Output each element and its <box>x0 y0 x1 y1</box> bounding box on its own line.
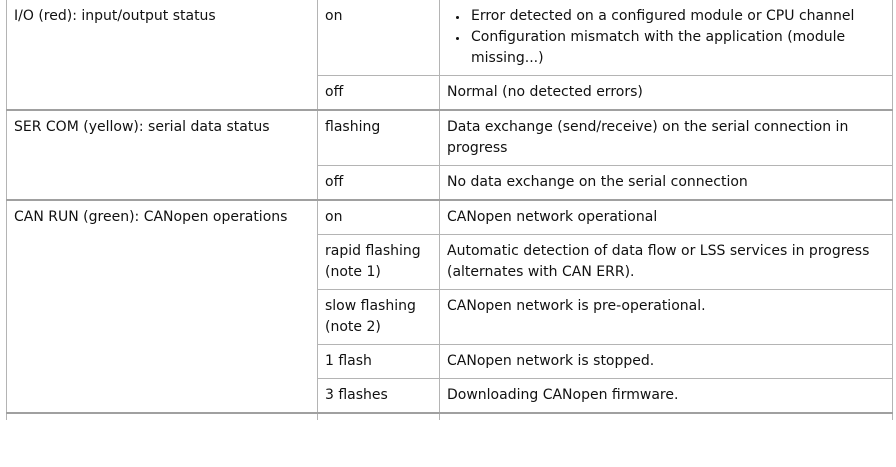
meaning-cell: No data exchange on the serial connectio… <box>439 165 893 201</box>
state-cell: on <box>317 199 440 235</box>
table-row: off Normal (no detected errors) <box>7 75 893 111</box>
table-row <box>6 412 893 420</box>
list-item: Error detected on a configured module or… <box>469 6 886 27</box>
state-cell: 1 flash <box>317 344 440 379</box>
signal-cell: I/O (red): input/output status <box>6 0 318 111</box>
state-cell: 3 flashes <box>317 378 440 414</box>
table-row: off No data exchange on the serial conne… <box>7 165 893 201</box>
meaning-cell: CANopen network operational <box>439 199 893 235</box>
signal-cell: SER COM (yellow): serial data status <box>6 109 318 201</box>
meaning-cell: Error detected on a configured module or… <box>439 0 893 76</box>
table-row: slow flashing (note 2) CANopen network i… <box>7 289 893 345</box>
meaning-cell: Automatic detection of data flow or LSS … <box>439 234 893 290</box>
meaning-list: Error detected on a configured module or… <box>447 6 886 69</box>
state-cell: off <box>317 165 440 201</box>
table-row: rapid flashing (note 1) Automatic detect… <box>7 234 893 290</box>
signal-cell <box>6 412 318 420</box>
table-row: 1 flash CANopen network is stopped. <box>7 344 893 379</box>
table-row: I/O (red): input/output status on Error … <box>6 0 893 111</box>
led-status-table: I/O (red): input/output status on Error … <box>6 0 893 420</box>
table-row: CAN RUN (green): CANopen operations on C… <box>6 199 893 414</box>
state-cell <box>317 412 440 420</box>
list-item: Configuration mismatch with the applicat… <box>469 27 886 69</box>
signal-cell: CAN RUN (green): CANopen operations <box>6 199 318 414</box>
state-cell: flashing <box>317 109 440 166</box>
meaning-cell: Normal (no detected errors) <box>439 75 893 111</box>
state-cell: slow flashing (note 2) <box>317 289 440 345</box>
state-cell: rapid flashing (note 1) <box>317 234 440 290</box>
meaning-cell: Data exchange (send/receive) on the seri… <box>439 109 893 166</box>
meaning-cell: CANopen network is pre-operational. <box>439 289 893 345</box>
meaning-cell <box>439 412 893 420</box>
table-row: 3 flashes Downloading CANopen firmware. <box>7 378 893 414</box>
meaning-cell: Downloading CANopen firmware. <box>439 378 893 414</box>
state-cell: on <box>317 0 440 76</box>
meaning-cell: CANopen network is stopped. <box>439 344 893 379</box>
state-cell: off <box>317 75 440 111</box>
table-row: SER COM (yellow): serial data status fla… <box>6 109 893 201</box>
